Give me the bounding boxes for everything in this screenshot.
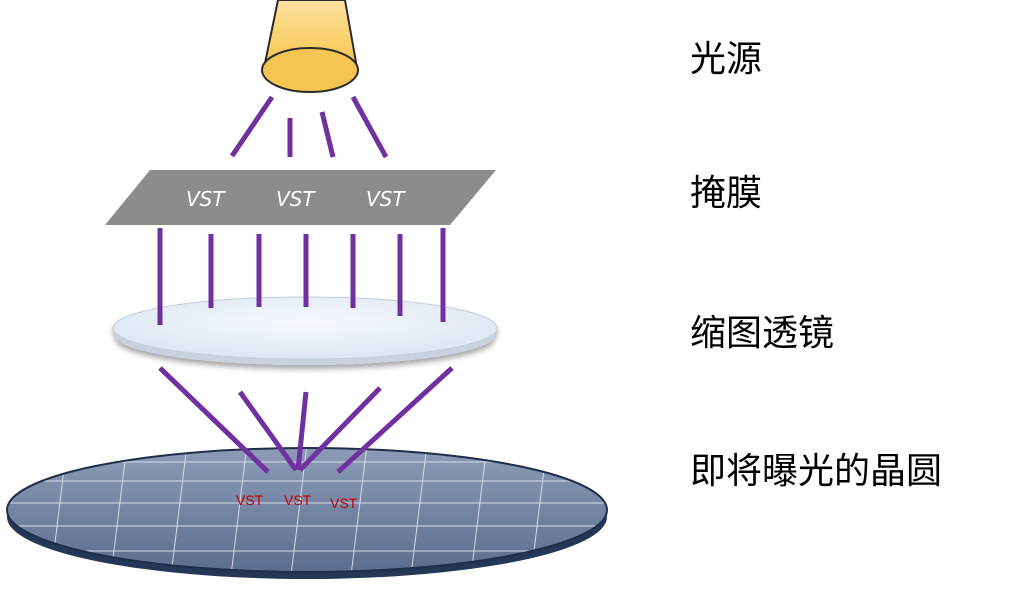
wafer-pattern-text: VST <box>330 495 358 511</box>
light-beams-through-lens <box>157 228 446 325</box>
light-source-lamp-icon <box>261 0 359 93</box>
beam <box>298 386 382 472</box>
beam <box>336 366 454 474</box>
wafer-label: 即将曝光的晶圆 <box>690 451 943 492</box>
beam <box>229 95 275 158</box>
wafer-pattern-text: VST <box>236 492 264 508</box>
mask-pattern-text: VST <box>276 187 316 211</box>
reduction-lens <box>112 296 498 365</box>
mask-pattern-text: VST <box>186 187 226 211</box>
light-beams-to-mask <box>229 95 389 159</box>
wafer: VST VST VST <box>6 447 608 579</box>
photomask: VST VST VST <box>105 170 496 225</box>
beam <box>158 366 270 474</box>
light-source-label: 光源 <box>690 39 763 80</box>
reduction-lens-label: 缩图透镜 <box>690 313 835 354</box>
wafer-pattern-text: VST <box>284 492 312 508</box>
light-beams-to-wafer <box>158 366 454 474</box>
mask-pattern-text: VST <box>366 187 406 211</box>
mask-label: 掩膜 <box>690 173 763 214</box>
beam <box>295 391 309 471</box>
beam <box>237 390 299 472</box>
beam <box>319 111 336 158</box>
beam <box>350 95 389 159</box>
